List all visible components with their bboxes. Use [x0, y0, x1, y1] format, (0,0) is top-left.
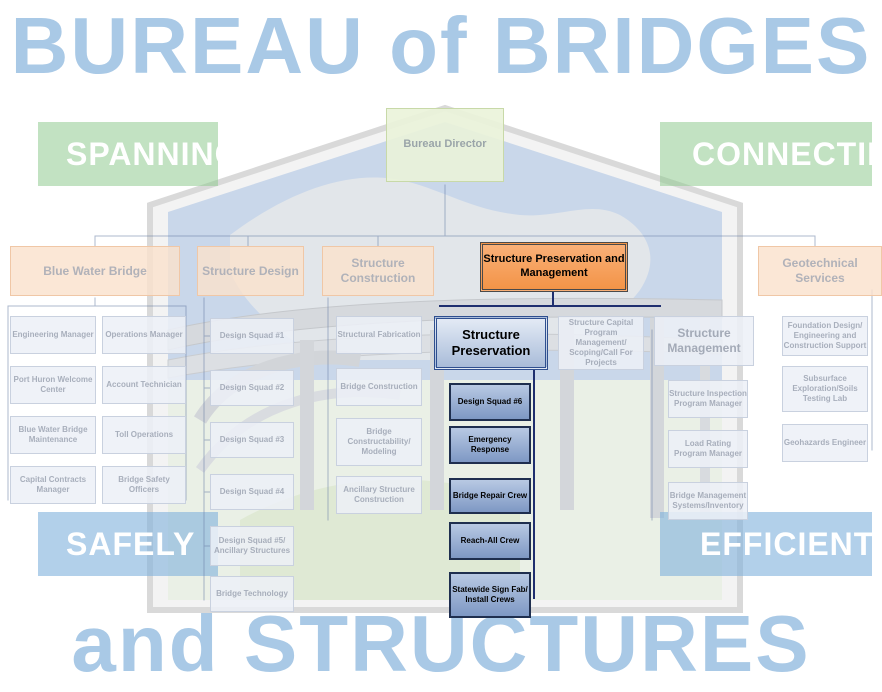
band-safely: [38, 512, 218, 576]
design-unit: Design Squad #5/ Ancillary Structures: [210, 526, 294, 566]
band-word-spanning: SPANNING: [66, 136, 241, 172]
bwb-unit: Account Technician: [102, 366, 186, 404]
preservation-unit: Bridge Repair Crew: [449, 478, 531, 514]
structure-management-header: Structure Management: [654, 316, 754, 366]
design-unit: Design Squad #4: [210, 474, 294, 510]
pier: [700, 318, 710, 518]
design-unit: Design Squad #2: [210, 370, 294, 406]
management-unit: Load Rating Program Manager: [668, 430, 748, 468]
preservation-unit: Reach-All Crew: [449, 522, 531, 560]
division-structure-preservation-management: Structure Preservation and Management: [480, 242, 628, 292]
bwb-unit: Toll Operations: [102, 416, 186, 454]
preservation-unit: Emergency Response: [449, 426, 531, 464]
design-unit: Bridge Technology: [210, 576, 294, 612]
geotech-unit: Geohazards Engineer: [782, 424, 868, 462]
bwb-unit: Capital Contracts Manager: [10, 466, 96, 504]
bwb-unit: Port Huron Welcome Center: [10, 366, 96, 404]
bwb-unit: Blue Water Bridge Maintenance: [10, 416, 96, 454]
title-top: BUREAU of BRIDGES: [10, 1, 872, 90]
construction-unit: Ancillary Structure Construction: [336, 476, 422, 514]
band-efficiently: [660, 512, 872, 576]
pier: [430, 330, 444, 510]
bwb-unit: Bridge Safety Officers: [102, 466, 186, 504]
structure-preservation-header: Structure Preservation: [434, 316, 548, 370]
preservation-unit: Design Squad #6: [449, 383, 531, 421]
capital-program-box: Structure Capital Program Management/ Sc…: [558, 316, 644, 370]
pier: [300, 340, 314, 510]
construction-unit: Structural Fabrication: [336, 316, 422, 354]
bwb-unit: Operations Manager: [102, 316, 186, 354]
bwb-unit: Engineering Manager: [10, 316, 96, 354]
band-word-efficiently: EFFICIENTLY: [700, 526, 882, 562]
preservation-unit: Statewide Sign Fab/ Install Crews: [449, 572, 531, 618]
management-unit: Structure Inspection Program Manager: [668, 380, 748, 418]
design-unit: Design Squad #3: [210, 422, 294, 458]
pier: [650, 318, 664, 518]
geotech-unit: Foundation Design/ Engineering and Const…: [782, 316, 868, 356]
management-unit: Bridge Management Systems/Inventory: [668, 482, 748, 520]
division-geotechnical-services: Geotechnical Services: [758, 246, 882, 296]
division-blue-water-bridge: Blue Water Bridge: [10, 246, 180, 296]
title-bottom: and STRUCTURES: [71, 599, 811, 688]
bureau-director-box: Bureau Director: [386, 108, 504, 182]
construction-unit: Bridge Constructability/ Modeling: [336, 418, 422, 466]
band-word-connecting: CONNECTING: [692, 136, 882, 172]
construction-unit: Bridge Construction: [336, 368, 422, 406]
band-word-safely: SAFELY: [66, 526, 196, 562]
band-connecting: [660, 122, 872, 186]
division-structure-construction: Structure Construction: [322, 246, 434, 296]
division-structure-design: Structure Design: [197, 246, 304, 296]
geotech-unit: Subsurface Exploration/Soils Testing Lab: [782, 366, 868, 412]
band-spanning: [38, 122, 218, 186]
design-unit: Design Squad #1: [210, 318, 294, 354]
